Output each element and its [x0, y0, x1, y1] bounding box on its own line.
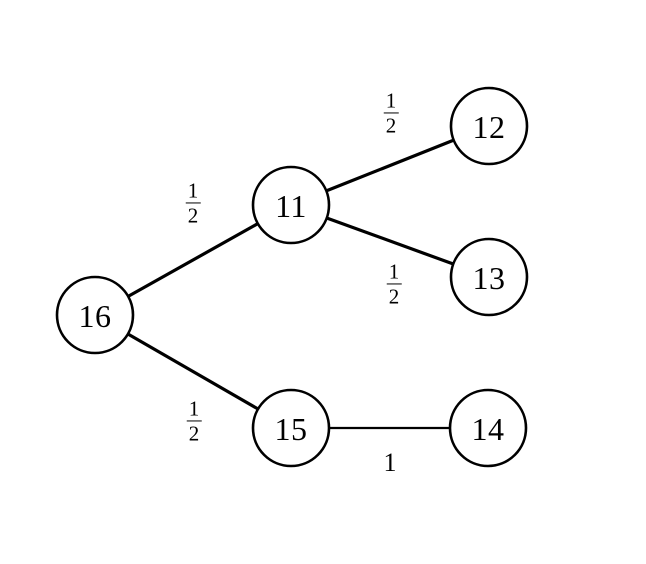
node-label-15: 15 — [274, 411, 308, 447]
fraction-denominator: 2 — [388, 284, 400, 309]
fraction-denominator: 2 — [188, 421, 200, 446]
node-circle-15[interactable] — [251, 388, 331, 468]
node-label-16: 16 — [78, 298, 112, 334]
node-label-12: 12 — [472, 109, 506, 145]
node-label-11: 11 — [275, 188, 307, 224]
node-circle-13[interactable] — [449, 237, 529, 317]
node-circle-12[interactable] — [449, 86, 529, 166]
weight-value: 1 — [383, 448, 397, 477]
fraction-numerator: 1 — [185, 178, 201, 204]
edge-16-11 — [127, 222, 259, 298]
edge-weight-label-15-14: 1 — [384, 450, 397, 476]
node-circle-16[interactable] — [55, 275, 135, 355]
edges-layer — [127, 138, 455, 430]
node-circle-11[interactable] — [251, 165, 331, 245]
node-circle-14[interactable] — [448, 388, 528, 468]
edge-11-13 — [326, 216, 454, 266]
edge-11-12 — [325, 138, 455, 193]
fraction-denominator: 2 — [187, 203, 199, 228]
fraction-numerator: 1 — [386, 259, 402, 285]
edge-16-15 — [127, 332, 259, 411]
nodes-layer — [55, 86, 529, 468]
fraction-numerator: 1 — [186, 396, 202, 422]
fraction-numerator: 1 — [383, 88, 399, 114]
fraction-denominator: 2 — [385, 113, 397, 138]
node-label-14: 14 — [471, 411, 505, 447]
node-label-13: 13 — [472, 260, 506, 296]
